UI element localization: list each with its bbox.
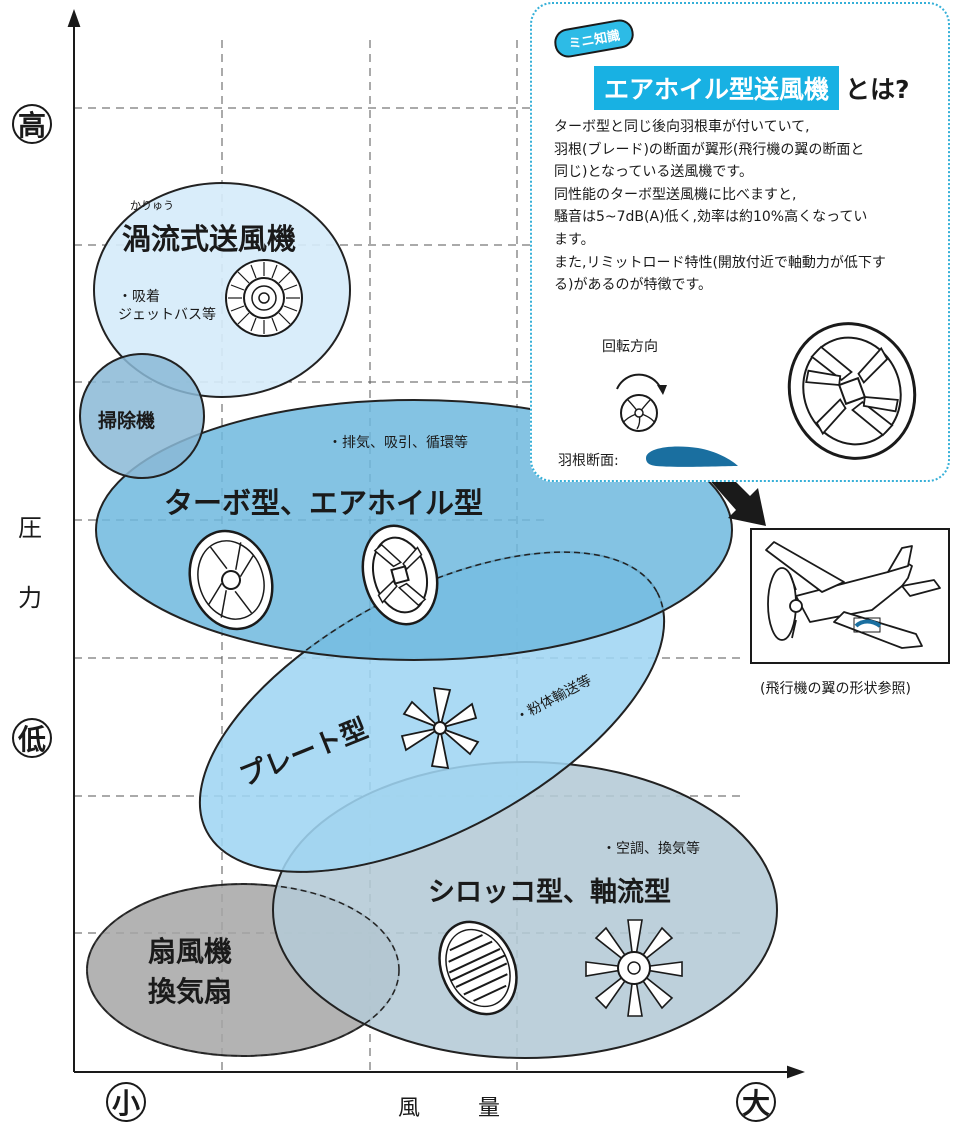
fan-title-line1: 扇風機 (148, 935, 233, 968)
turbo-note: ・排気、吸引、循環等 (328, 435, 468, 451)
vortex-note-1: ・吸着 (118, 289, 160, 305)
sirocco-title: シロッコ型、軸流型 (428, 877, 671, 908)
pressure-title-char-1: 圧 (18, 514, 42, 542)
info-heading-suffix: とは? (845, 75, 910, 104)
info-line: る)があるのが特徴です。 (554, 277, 713, 294)
airplane-caption: (飛行機の翼の形状参照) (760, 681, 911, 697)
turbo-impeller-icon (188, 529, 274, 631)
info-box: ミニ知識 エアホイル型送風機 とは? ターボ型と同じ後向羽根車が付いていて, 羽… (530, 2, 950, 482)
pressure-title-char-2: 力 (18, 584, 42, 612)
cleaner-title: 掃除機 (98, 410, 156, 432)
vortex-note-2: ジェットバス等 (118, 307, 216, 323)
vortex-ruby: かりゅう (130, 199, 174, 212)
airplane-panel (750, 528, 950, 664)
airflow-small-label: 小 (106, 1082, 146, 1122)
airfoil-impeller-icon (361, 524, 439, 626)
info-line: 同性能のターボ型送風機に比べますと, (554, 186, 797, 203)
rotation-arrow-icon (616, 373, 667, 432)
info-heading-highlight: エアホイル型送風機 (594, 66, 840, 110)
vortex-impeller-icon (225, 259, 303, 337)
airfoil-impeller-large-icon (787, 322, 917, 460)
pressure-low-label: 低 (12, 718, 52, 758)
info-line: 羽根(ブレード)の断面が翼形(飛行機の翼の断面と (554, 141, 865, 158)
sirocco-note: ・空調、換気等 (602, 841, 700, 857)
axes (67, 9, 805, 1079)
blade-section-label: 羽根断面: (558, 453, 619, 469)
mini-knowledge-badge: ミニ知識 (552, 17, 636, 60)
info-body: ターボ型と同じ後向羽根車が付いていて, 羽根(ブレード)の断面が翼形(飛行機の翼… (554, 116, 939, 297)
rotation-direction-label: 回転方向 (602, 339, 658, 355)
fan-title-line2: 換気扇 (148, 975, 233, 1008)
turbo-title: ターボ型、エアホイル型 (164, 486, 484, 520)
airfoil-section-icon (646, 446, 738, 467)
info-line: また,リミットロード特性(開放付近で軸動力が低下す (554, 254, 886, 271)
airflow-large-label: 大 (736, 1082, 776, 1122)
info-line: 同じ)となっている送風機です。 (554, 164, 753, 181)
pressure-high-label: 高 (12, 104, 52, 144)
info-line: ターボ型と同じ後向羽根車が付いていて, (554, 119, 810, 135)
info-heading: エアホイル型送風機 とは? (594, 66, 910, 110)
sirocco-impeller-icon (438, 920, 518, 1016)
airflow-title-char-2: 量 (478, 1096, 501, 1121)
vortex-title: 渦流式送風機 (122, 222, 297, 256)
plate-impeller-icon (400, 686, 480, 770)
airplane-icon (765, 541, 941, 649)
airflow-title-char-1: 風 (398, 1096, 421, 1121)
info-line: ます。 (554, 231, 595, 248)
axial-fan-icon (585, 919, 683, 1017)
info-line: 騒音は5~7dB(A)低く,効率は約10%高くなってい (554, 209, 868, 226)
vortex-zone (93, 182, 351, 398)
